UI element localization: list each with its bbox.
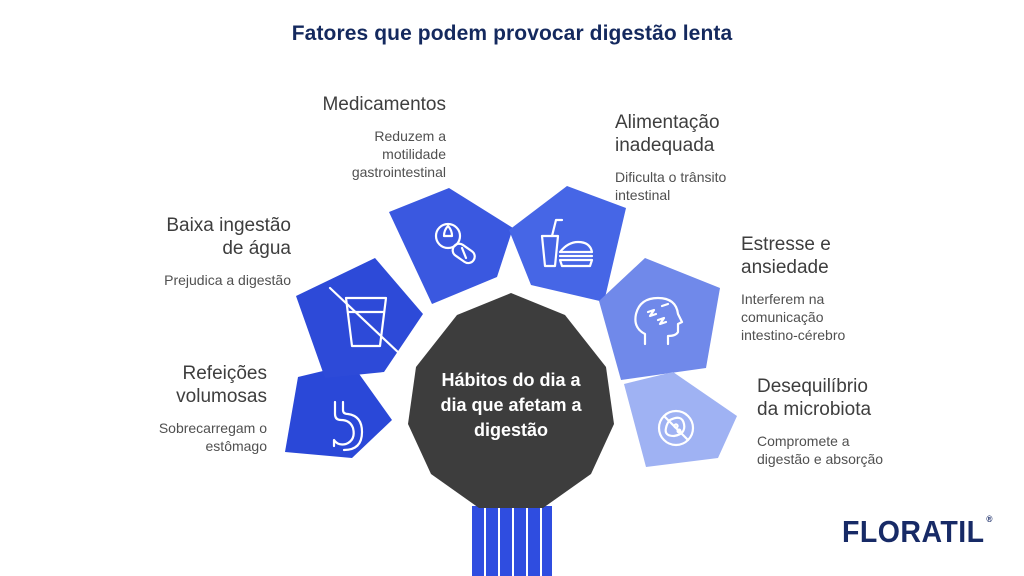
no-bacteria-icon xyxy=(657,409,695,447)
crossed-glass-icon xyxy=(328,286,402,356)
petal-refeicoes xyxy=(285,364,392,458)
brand-logo: FLORATIL® xyxy=(842,514,993,549)
center-shape xyxy=(408,293,614,508)
center-label: Hábitos do dia a dia que afetam a digest… xyxy=(440,370,582,440)
label-agua: Baixa ingestão de água Prejudica a diges… xyxy=(164,215,291,288)
fast-food-icon xyxy=(540,218,594,268)
page-title: Fatores que podem provocar digestão lent… xyxy=(291,22,733,45)
stem xyxy=(472,506,552,576)
label-refeicoes: Refeições volumosas Sobrecarregam o estô… xyxy=(158,363,267,454)
label-estresse: Estresse e ansiedade Interferem na comun… xyxy=(741,234,846,343)
stomach-icon xyxy=(332,400,364,452)
stressed-head-icon xyxy=(634,296,684,346)
label-medicamentos: Medicamentos Reduzem a motilidade gastro… xyxy=(322,94,446,180)
petal-medicamentos xyxy=(389,188,513,304)
petal-agua xyxy=(296,258,423,378)
pills-icon xyxy=(434,222,476,265)
label-alimentacao: Alimentação inadequada Dificulta o trâns… xyxy=(615,112,727,203)
label-microbiota: Desequilíbrio da microbiota Compromete a… xyxy=(757,376,884,467)
